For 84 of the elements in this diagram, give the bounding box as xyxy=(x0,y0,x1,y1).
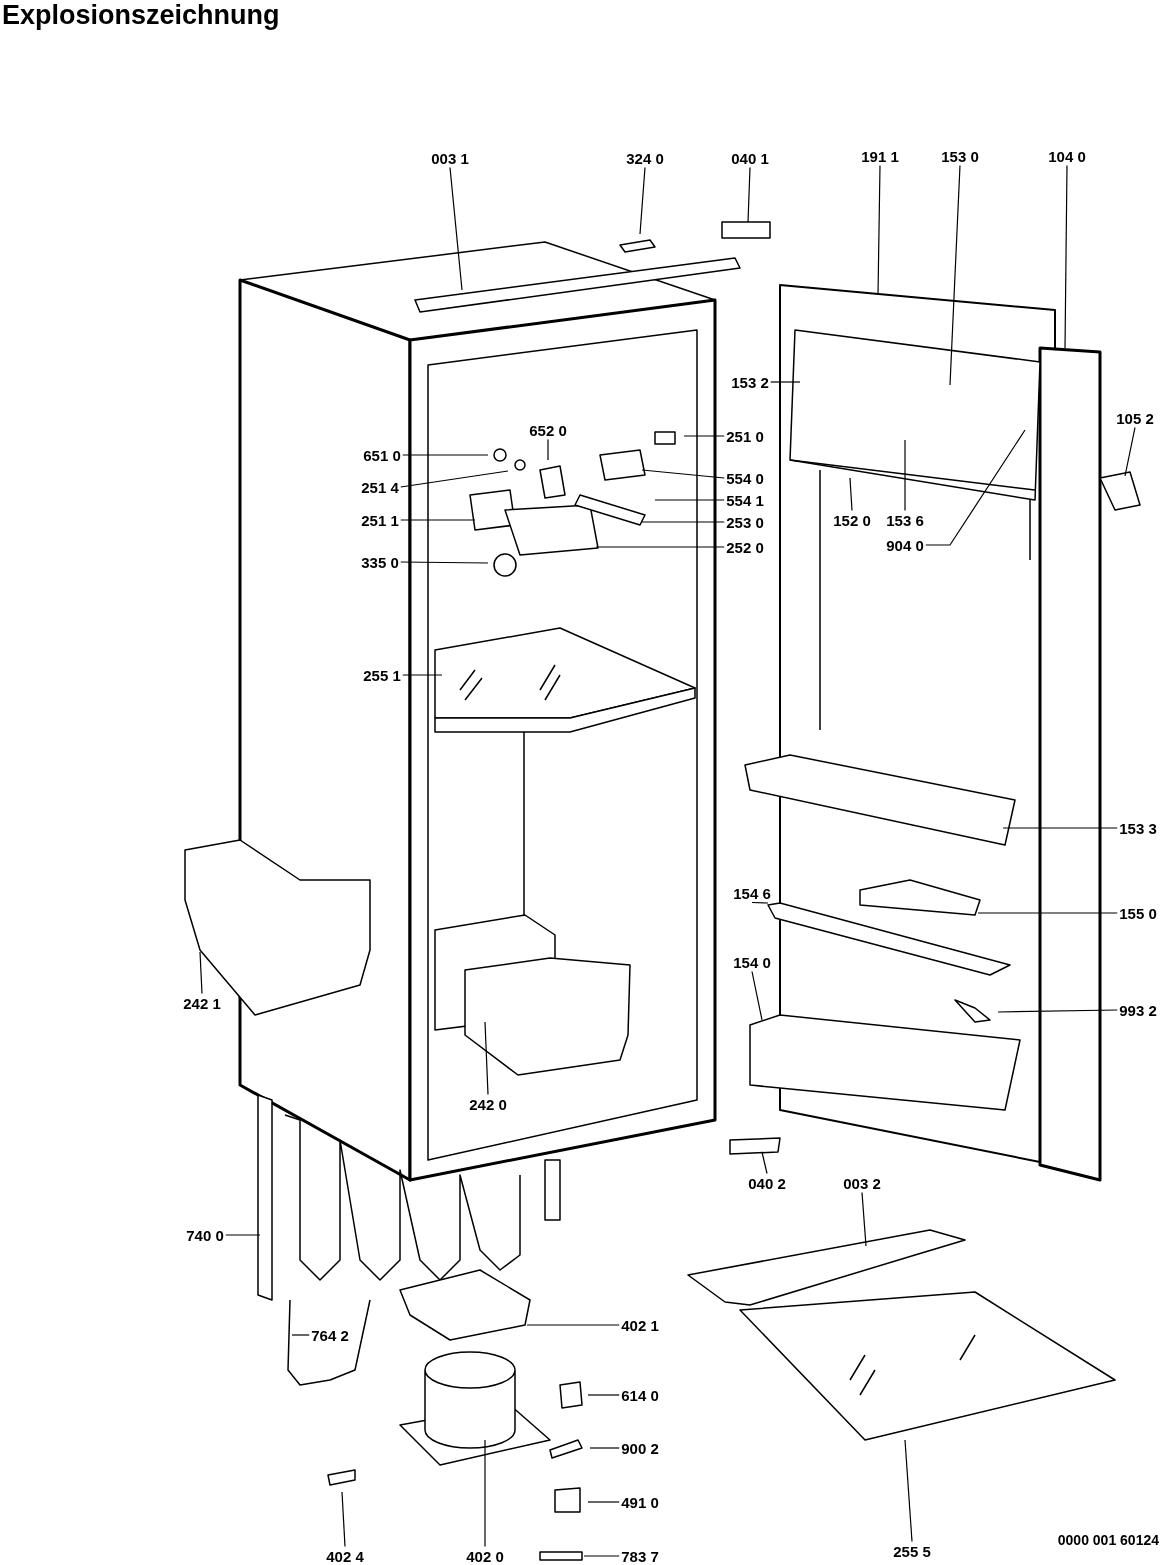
callout-number: 252 0 xyxy=(726,539,764,555)
leader-line xyxy=(587,1501,620,1503)
callout-number: 764 2 xyxy=(311,1327,349,1343)
callout-number: 191 1 xyxy=(861,148,899,164)
title: Explosionszeichnung xyxy=(2,0,280,31)
leader-line xyxy=(291,1334,310,1336)
callout-number: 154 0 xyxy=(733,954,771,970)
callout-number: 153 0 xyxy=(941,148,979,164)
leader-line xyxy=(641,521,725,523)
leader-line xyxy=(761,1151,768,1175)
callout-number: 335 0 xyxy=(361,554,399,570)
leader-line xyxy=(587,1394,620,1396)
leader-line xyxy=(400,470,509,488)
leader-line xyxy=(925,429,1026,546)
leader-line xyxy=(402,674,443,676)
callout-number: 255 1 xyxy=(363,667,401,683)
callout-number: 554 0 xyxy=(726,470,764,486)
callout-number: 554 1 xyxy=(726,492,764,508)
callout-number: 993 2 xyxy=(1119,1002,1157,1018)
leader-line xyxy=(449,166,463,291)
callout-number: 402 4 xyxy=(326,1548,364,1564)
leader-line xyxy=(747,166,751,223)
leader-line xyxy=(949,164,961,386)
callout-number: 153 2 xyxy=(731,374,769,390)
callout-number: 253 0 xyxy=(726,514,764,530)
leader-line xyxy=(1124,426,1136,477)
callout-number: 040 2 xyxy=(748,1175,786,1191)
callout-number: 904 0 xyxy=(886,537,924,553)
leader-line xyxy=(547,438,549,461)
leader-line xyxy=(225,1234,261,1236)
leader-line xyxy=(977,912,1118,914)
callout-number: 614 0 xyxy=(621,1387,659,1403)
callout-number: 003 1 xyxy=(431,150,469,166)
leader-line xyxy=(484,1021,489,1096)
callout-number: 251 1 xyxy=(361,512,399,528)
callout-number: 651 0 xyxy=(363,447,401,463)
leader-line xyxy=(654,499,725,501)
callout-number: 003 2 xyxy=(843,1175,881,1191)
leader-line xyxy=(595,546,725,548)
callout-number: 251 4 xyxy=(361,479,399,495)
leader-line xyxy=(641,469,725,479)
leader-line xyxy=(904,439,906,512)
callout-number: 491 0 xyxy=(621,1494,659,1510)
callout-number: 740 0 xyxy=(186,1227,224,1243)
callout-number: 324 0 xyxy=(626,150,664,166)
callout-number: 783 7 xyxy=(621,1548,659,1564)
callout-number: 251 0 xyxy=(726,428,764,444)
callout-number: 900 2 xyxy=(621,1440,659,1456)
callout-number: 402 1 xyxy=(621,1317,659,1333)
callout-number: 153 3 xyxy=(1119,820,1157,836)
leader-line xyxy=(484,1439,486,1548)
leader-line xyxy=(583,1555,620,1557)
leader-line xyxy=(751,901,769,904)
leader-line xyxy=(997,1009,1118,1013)
callout-number: 154 6 xyxy=(733,885,771,901)
leader-line xyxy=(526,1324,620,1326)
leader-line xyxy=(402,454,489,456)
callout-number: 040 1 xyxy=(731,150,769,166)
leader-line xyxy=(199,951,203,995)
leader-line xyxy=(400,519,476,521)
callout-number: 242 0 xyxy=(469,1096,507,1112)
callout-number: 402 0 xyxy=(466,1548,504,1564)
callout-number: 104 0 xyxy=(1048,148,1086,164)
leader-line xyxy=(849,477,853,512)
leader-line xyxy=(877,164,881,296)
leader-line xyxy=(1064,164,1068,349)
leader-line xyxy=(861,1191,867,1247)
callout-number: 242 1 xyxy=(183,995,221,1011)
callout-number: 153 6 xyxy=(886,512,924,528)
leader-line xyxy=(341,1491,346,1548)
leader-line xyxy=(589,1447,620,1449)
leader-line xyxy=(683,435,725,437)
callout-number: 255 5 xyxy=(893,1543,931,1559)
leader-line xyxy=(751,970,763,1021)
callout-number: 105 2 xyxy=(1116,410,1154,426)
leader-line xyxy=(1002,827,1118,829)
callout-number: 652 0 xyxy=(529,422,567,438)
callout-number: 155 0 xyxy=(1119,905,1157,921)
leader-line xyxy=(770,381,801,383)
drawing-number: 0000 001 60124 xyxy=(1057,1532,1159,1548)
leader-line xyxy=(639,166,646,235)
callout-number: 152 0 xyxy=(833,512,871,528)
leader-line xyxy=(400,561,489,564)
leader-line xyxy=(904,1439,913,1543)
